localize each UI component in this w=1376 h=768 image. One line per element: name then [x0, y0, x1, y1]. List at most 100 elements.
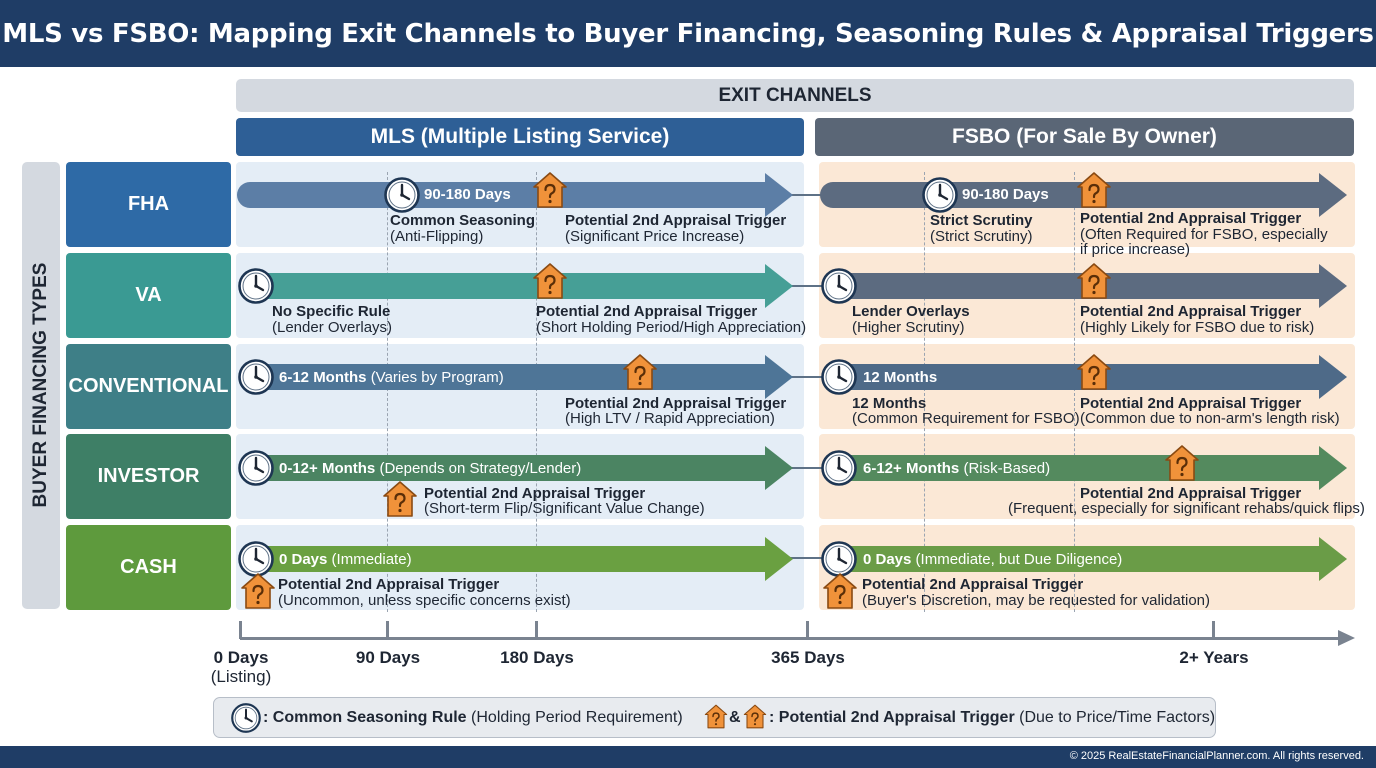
va-mls-trigger-title: Potential 2nd Appraisal Trigger — [536, 303, 758, 320]
conventional-fsbo-period: 12 Months — [863, 369, 938, 386]
mls-channel-header: MLS (Multiple Listing Service) — [236, 118, 804, 156]
title-bar: MLS vs FSBO: Mapping Exit Channels to Bu… — [0, 0, 1376, 67]
clock-icon — [821, 359, 857, 395]
conventional-fsbo-note-title: 12 Months — [852, 395, 927, 412]
house-question-icon — [1164, 444, 1200, 482]
va-connector — [790, 285, 830, 287]
conventional-mls-period: 6-12 Months (Varies by Program) — [279, 369, 504, 386]
conventional-connector — [790, 376, 830, 378]
fha-fsbo-trigger-title: Potential 2nd Appraisal Trigger — [1080, 210, 1302, 227]
fha-mls-note-title: Common Seasoning — [390, 212, 536, 229]
investor-connector — [790, 467, 830, 469]
conventional-mls-trigger-title: Potential 2nd Appraisal Trigger — [565, 395, 787, 412]
house-question-icon — [704, 703, 728, 730]
fha-fsbo-trigger-sub-2: if price increase) — [1080, 241, 1191, 258]
conventional-fsbo-trigger-title: Potential 2nd Appraisal Trigger — [1080, 395, 1302, 412]
legend: : Common Seasoning Rule (Holding Period … — [213, 697, 1216, 738]
fha-mls-trigger-title: Potential 2nd Appraisal Trigger — [565, 212, 787, 229]
clock-icon — [231, 703, 261, 733]
fha-fsbo-period: 90-180 Days — [962, 186, 1049, 203]
timeline-label: 90 Days — [355, 648, 421, 667]
clock-icon — [238, 450, 274, 486]
timeline-axis — [240, 637, 1340, 640]
legend-amp: & — [729, 709, 741, 726]
financing-types-label: BUYER FINANCING TYPES — [30, 262, 51, 508]
investor-fsbo-period: 6-12+ Months (Risk-Based) — [863, 460, 1051, 477]
guide-fsbo-mid — [924, 172, 925, 612]
house-question-icon — [1076, 353, 1112, 391]
clock-icon — [384, 177, 420, 213]
va-fsbo-arrow — [822, 264, 1347, 308]
timeline-label: 0 Days (Listing) — [210, 648, 272, 686]
va-fsbo-trigger-sub: (Highly Likely for FSBO due to risk) — [1080, 319, 1315, 336]
cash-fsbo-arrow — [822, 537, 1347, 581]
fha-mls-arrow — [237, 173, 793, 217]
timeline-tick — [386, 621, 389, 639]
fsbo-channel-header: FSBO (For Sale By Owner) — [815, 118, 1354, 156]
clock-icon — [238, 268, 274, 304]
fha-fsbo-note-title: Strict Scrutiny — [930, 212, 1033, 229]
va-mls-trigger-sub: (Short Holding Period/High Appreciation) — [536, 319, 807, 336]
clock-icon — [821, 268, 857, 304]
investor-mls-trigger-sub: (Short-term Flip/Significant Value Chang… — [424, 500, 705, 517]
row-label-fha: FHA — [66, 162, 231, 247]
house-question-icon — [1076, 262, 1112, 300]
investor-mls-trigger-title: Potential 2nd Appraisal Trigger — [424, 485, 646, 502]
house-question-icon — [532, 262, 568, 300]
conventional-fsbo-note-sub: (Common Requirement for FSBO) — [852, 410, 1080, 427]
investor-fsbo-trigger-title: Potential 2nd Appraisal Trigger — [1080, 485, 1302, 502]
row-label-conventional: CONVENTIONAL — [66, 344, 231, 429]
conventional-fsbo-trigger-sub: (Common due to non-arm's length risk) — [1080, 410, 1340, 427]
cash-mls-arrow — [240, 537, 793, 581]
va-fsbo-note-sub: (Higher Scrutiny) — [852, 319, 965, 336]
timeline-tick — [1212, 621, 1215, 639]
timeline-tick — [806, 621, 809, 639]
cash-fsbo-period: 0 Days (Immediate, but Due Diligence) — [863, 551, 1123, 568]
cash-mls-trigger-sub: (Uncommon, unless specific concerns exis… — [278, 592, 571, 609]
house-question-icon — [532, 171, 568, 209]
timeline-arrowhead — [1338, 630, 1355, 646]
va-fsbo-note-title: Lender Overlays — [852, 303, 970, 320]
house-question-icon — [822, 572, 858, 610]
timeline-tick — [239, 621, 242, 639]
legend-clock-item: : Common Seasoning Rule (Holding Period … — [263, 709, 683, 726]
fha-fsbo-trigger-sub-1: (Often Required for FSBO, especially — [1080, 226, 1328, 243]
legend-house-item: : Potential 2nd Appraisal Trigger (Due t… — [769, 709, 1216, 726]
cash-mls-period: 0 Days (Immediate) — [279, 551, 412, 568]
clock-icon — [238, 359, 274, 395]
row-label-va: VA — [66, 253, 231, 338]
guide-180-days — [536, 172, 537, 612]
house-question-icon — [240, 572, 276, 610]
conventional-mls-arrow — [240, 355, 793, 399]
row-label-cash: CASH — [66, 525, 231, 610]
copyright: © 2025 RealEstateFinancialPlanner.com. A… — [1069, 750, 1364, 762]
fha-connector — [790, 194, 830, 196]
timeline-label: 365 Days — [771, 648, 845, 667]
timeline-label: 2+ Years — [1179, 648, 1249, 667]
fha-fsbo-arrow — [820, 173, 1347, 217]
investor-mls-period: 0-12+ Months (Depends on Strategy/Lender… — [279, 460, 582, 477]
clock-icon — [922, 177, 958, 213]
timeline-tick — [535, 621, 538, 639]
house-question-icon — [1076, 171, 1112, 209]
va-mls-arrow — [240, 264, 793, 308]
va-fsbo-trigger-title: Potential 2nd Appraisal Trigger — [1080, 303, 1302, 320]
guide-fsbo-late — [1074, 172, 1075, 612]
conventional-fsbo-arrow — [822, 355, 1347, 399]
cash-fsbo-trigger-title: Potential 2nd Appraisal Trigger — [862, 576, 1084, 593]
va-mls-note-sub: (Lender Overlays) — [272, 319, 393, 336]
cash-connector — [790, 557, 830, 559]
financing-types-sidebar — [22, 162, 60, 609]
house-question-icon — [743, 703, 767, 730]
va-mls-note-title: No Specific Rule — [272, 303, 391, 320]
row-label-investor: INVESTOR — [66, 434, 231, 519]
fha-mls-period: 90-180 Days — [424, 186, 511, 203]
house-question-icon — [382, 480, 418, 518]
fha-mls-trigger-sub: (Significant Price Increase) — [565, 228, 745, 245]
timeline-label: 180 Days — [500, 648, 574, 667]
fha-fsbo-note-sub: (Strict Scrutiny) — [930, 228, 1033, 245]
house-question-icon — [622, 353, 658, 391]
fha-mls-note-sub: (Anti-Flipping) — [390, 228, 484, 245]
investor-fsbo-arrow — [822, 446, 1347, 490]
cash-fsbo-trigger-sub: (Buyer's Discretion, may be requested fo… — [862, 592, 1211, 609]
